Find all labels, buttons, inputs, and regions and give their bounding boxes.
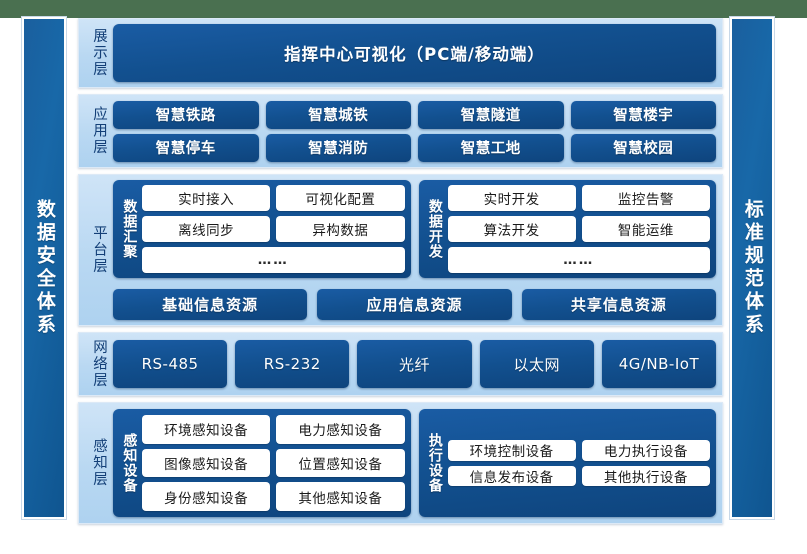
sensing-item-other[interactable]: 其他感知设备 xyxy=(276,482,405,512)
sensing-item-identity[interactable]: 身份感知设备 xyxy=(142,482,271,512)
network-item-ethernet[interactable]: 以太网 xyxy=(479,340,594,388)
network-item-rs485[interactable]: RS-485 xyxy=(113,340,228,388)
aggregation-row-1: 实时接入 可视化配置 xyxy=(142,185,405,211)
app-item-smart-campus[interactable]: 智慧校园 xyxy=(570,133,716,162)
app-item-smart-firefighting[interactable]: 智慧消防 xyxy=(265,133,411,162)
right-pillar-label: 标准规范体系 xyxy=(741,199,764,337)
layer-perception-body: 感知设备 环境感知设备 电力感知设备 图像感知设备 位置感知设备 xyxy=(113,408,716,518)
module-actuator-devices: 执行设备 环境控制设备 电力执行设备 信息发布设备 其他执行设备 xyxy=(418,409,716,517)
layer-platform-label: 平台层 xyxy=(90,225,107,275)
app-item-smart-parking[interactable]: 智慧停车 xyxy=(113,133,259,162)
layer-stack: 展示层 指挥中心可视化（PC端/移动端） 应用层 智慧铁路 智慧城铁 智慧隧道 … xyxy=(78,18,723,538)
network-item-4g-nb-iot[interactable]: 4G/NB-IoT xyxy=(601,340,717,388)
aggregation-item-visual-config[interactable]: 可视化配置 xyxy=(276,185,405,211)
network-item-rs232[interactable]: RS-232 xyxy=(235,340,350,388)
development-row-3: …… xyxy=(447,247,710,273)
layer-application-label: 应用层 xyxy=(90,106,107,156)
layer-presentation: 展示层 指挥中心可视化（PC端/移动端） xyxy=(78,18,723,88)
module-sensing-devices-label: 感知设备 xyxy=(121,433,138,493)
development-item-monitor-alarm[interactable]: 监控告警 xyxy=(581,185,710,211)
module-data-aggregation-grid: 实时接入 可视化配置 离线同步 异构数据 …… xyxy=(142,185,405,273)
layer-network-label: 网络层 xyxy=(90,339,107,389)
presentation-banner[interactable]: 指挥中心可视化（PC端/移动端） xyxy=(113,24,716,82)
module-actuator-devices-grid: 环境控制设备 电力执行设备 信息发布设备 其他执行设备 xyxy=(447,415,711,511)
layer-network: 网络层 RS-485 RS-232 光纤 以太网 4G/NB-IoT xyxy=(78,332,723,396)
actuator-row-2: 信息发布设备 其他执行设备 xyxy=(447,465,710,486)
platform-resource-row: 基础信息资源 应用信息资源 共享信息资源 xyxy=(113,289,716,320)
app-item-smart-railway[interactable]: 智慧铁路 xyxy=(113,100,259,129)
aggregation-item-offline-sync[interactable]: 离线同步 xyxy=(142,216,271,242)
sensing-item-image[interactable]: 图像感知设备 xyxy=(142,448,271,478)
module-sensing-devices-label-wrap: 感知设备 xyxy=(116,415,142,511)
resource-item-shared-information[interactable]: 共享信息资源 xyxy=(521,289,716,320)
layer-presentation-label-wrap: 展示层 xyxy=(83,24,113,82)
actuator-row-1: 环境控制设备 电力执行设备 xyxy=(447,440,710,461)
development-item-more[interactable]: …… xyxy=(447,247,710,273)
sensing-row-3: 身份感知设备 其他感知设备 xyxy=(142,482,405,512)
development-item-algorithm-dev[interactable]: 算法开发 xyxy=(447,216,576,242)
actuator-spacer-top xyxy=(448,415,711,435)
app-item-smart-tunnel[interactable]: 智慧隧道 xyxy=(418,100,564,129)
module-sensing-devices-grid: 环境感知设备 电力感知设备 图像感知设备 位置感知设备 身份感知设备 其他感知设… xyxy=(142,415,405,512)
actuator-spacer-bottom xyxy=(448,491,711,511)
sensing-item-location[interactable]: 位置感知设备 xyxy=(276,448,405,478)
module-data-development: 数据开发 实时开发 监控告警 算法开发 智能运维 xyxy=(418,180,716,278)
perception-modules: 感知设备 环境感知设备 电力感知设备 图像感知设备 位置感知设备 xyxy=(113,409,716,517)
network-row: RS-485 RS-232 光纤 以太网 4G/NB-IoT xyxy=(113,340,717,388)
layer-presentation-body: 指挥中心可视化（PC端/移动端） xyxy=(113,24,716,82)
aggregation-item-realtime-ingest[interactable]: 实时接入 xyxy=(142,185,271,211)
actuator-item-environment-control[interactable]: 环境控制设备 xyxy=(447,440,576,461)
module-actuator-devices-label: 执行设备 xyxy=(426,433,443,493)
app-item-smart-construction-site[interactable]: 智慧工地 xyxy=(418,133,564,162)
module-data-aggregation: 数据汇聚 实时接入 可视化配置 离线同步 异构数据 xyxy=(113,180,411,278)
app-item-smart-metro[interactable]: 智慧城铁 xyxy=(265,100,411,129)
resource-item-basic-information[interactable]: 基础信息资源 xyxy=(113,289,308,320)
platform-modules: 数据汇聚 实时接入 可视化配置 离线同步 异构数据 xyxy=(113,180,716,278)
module-data-development-grid: 实时开发 监控告警 算法开发 智能运维 …… xyxy=(447,185,710,273)
development-item-realtime-dev[interactable]: 实时开发 xyxy=(447,185,576,211)
layer-network-body: RS-485 RS-232 光纤 以太网 4G/NB-IoT xyxy=(113,338,717,390)
module-actuator-devices-label-wrap: 执行设备 xyxy=(422,415,448,511)
resource-item-application-information[interactable]: 应用信息资源 xyxy=(317,289,512,320)
module-sensing-devices: 感知设备 环境感知设备 电力感知设备 图像感知设备 位置感知设备 xyxy=(113,409,411,517)
layer-application: 应用层 智慧铁路 智慧城铁 智慧隧道 智慧楼宇 智慧停车 智慧消防 智慧工地 智… xyxy=(78,94,723,168)
layer-perception-label-wrap: 感知层 xyxy=(83,408,113,518)
actuator-item-info-publishing[interactable]: 信息发布设备 xyxy=(447,465,576,486)
layer-perception-label: 感知层 xyxy=(90,438,107,488)
actuator-item-other[interactable]: 其他执行设备 xyxy=(581,465,710,486)
layer-platform-body: 数据汇聚 实时接入 可视化配置 离线同步 异构数据 xyxy=(113,180,716,320)
application-row-2: 智慧停车 智慧消防 智慧工地 智慧校园 xyxy=(113,133,716,162)
sensing-row-2: 图像感知设备 位置感知设备 xyxy=(142,448,405,478)
module-data-development-label-wrap: 数据开发 xyxy=(422,185,448,273)
layer-presentation-label: 展示层 xyxy=(90,28,107,78)
layer-application-label-wrap: 应用层 xyxy=(83,100,113,162)
actuator-item-power-execution[interactable]: 电力执行设备 xyxy=(581,440,710,461)
development-row-1: 实时开发 监控告警 xyxy=(447,185,710,211)
network-item-fiber[interactable]: 光纤 xyxy=(357,340,472,388)
aggregation-item-more[interactable]: …… xyxy=(142,247,405,273)
app-item-smart-building[interactable]: 智慧楼宇 xyxy=(570,100,716,129)
layer-network-label-wrap: 网络层 xyxy=(83,338,113,390)
sensing-item-environment[interactable]: 环境感知设备 xyxy=(142,415,271,444)
sensing-item-power[interactable]: 电力感知设备 xyxy=(276,415,405,444)
development-item-intelligent-ops[interactable]: 智能运维 xyxy=(581,216,710,242)
layer-platform-label-wrap: 平台层 xyxy=(83,180,113,320)
sensing-row-1: 环境感知设备 电力感知设备 xyxy=(142,415,405,444)
aggregation-row-2: 离线同步 异构数据 xyxy=(142,216,405,242)
left-pillar-label: 数据安全体系 xyxy=(33,199,56,337)
module-data-development-label: 数据开发 xyxy=(426,199,443,259)
aggregation-item-heterogeneous-data[interactable]: 异构数据 xyxy=(276,216,405,242)
application-row-1: 智慧铁路 智慧城铁 智慧隧道 智慧楼宇 xyxy=(113,100,716,129)
layer-platform: 平台层 数据汇聚 实时接入 可视化配置 xyxy=(78,174,723,326)
aggregation-row-3: …… xyxy=(142,247,405,273)
development-row-2: 算法开发 智能运维 xyxy=(447,216,710,242)
right-pillar-standards: 标准规范体系 xyxy=(729,16,775,520)
layer-perception: 感知层 感知设备 环境感知设备 电力感知设备 xyxy=(78,402,723,524)
layer-application-body: 智慧铁路 智慧城铁 智慧隧道 智慧楼宇 智慧停车 智慧消防 智慧工地 智慧校园 xyxy=(113,100,716,162)
module-data-aggregation-label: 数据汇聚 xyxy=(121,199,138,259)
module-data-aggregation-label-wrap: 数据汇聚 xyxy=(116,185,142,273)
left-pillar-data-security: 数据安全体系 xyxy=(21,16,67,520)
